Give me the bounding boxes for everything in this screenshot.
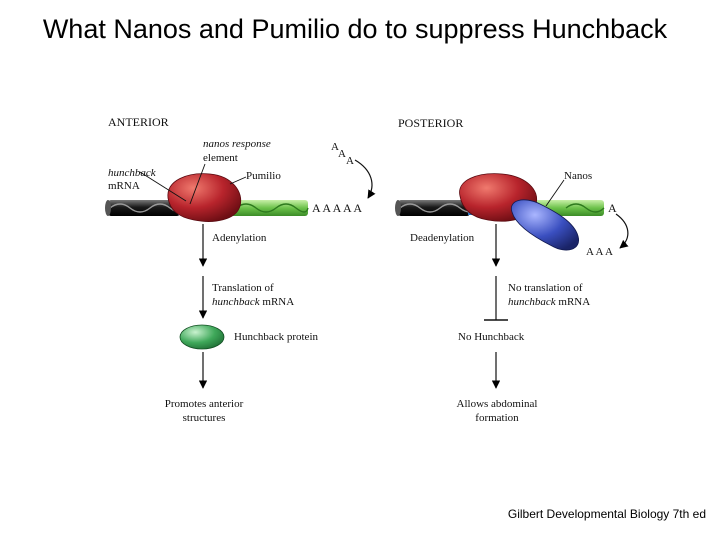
- anterior-step-2-line-1: Translation of: [212, 282, 274, 294]
- anterior-step-2-italic: hunchback: [212, 296, 261, 308]
- posterior-step-2-italic: hunchback: [508, 296, 557, 308]
- mrna-label-pointer: [139, 171, 187, 202]
- posterior-step-2-rest: mRNA: [556, 296, 591, 308]
- anterior-outcome-line-2: structures: [183, 412, 226, 424]
- nanos-protein: [511, 199, 580, 251]
- anterior-step-2-rest: mRNA: [260, 296, 295, 308]
- added-adenine-2: A: [338, 148, 346, 160]
- hunchback-mrna-label-line-2: mRNA: [108, 180, 140, 192]
- slide-title: What Nanos and Pumilio do to suppress Hu…: [42, 14, 668, 44]
- posterior-step-2-line-2: hunchback mRNA: [508, 296, 590, 308]
- nanos-label: Nanos: [564, 170, 592, 182]
- anterior-heading: ANTERIOR: [108, 115, 169, 129]
- deadenylation-curved-arrow: [615, 213, 629, 249]
- adenylation-curved-arrow: [354, 159, 376, 199]
- posterior-step-2-line-1: No translation of: [508, 282, 583, 294]
- posterior-outcome-line-1: Allows abdominal: [457, 398, 538, 410]
- deadenylation-label: Deadenylation: [410, 232, 475, 244]
- hunchback-protein-shape: [179, 324, 225, 350]
- nanos-label-pointer: [545, 179, 565, 207]
- pumilio-label-pointer: [229, 176, 247, 185]
- removed-adenines: A A A: [586, 246, 613, 258]
- hunchback-mrna-label-line-1: hunchback: [108, 167, 157, 179]
- anterior-step-2-line-2: hunchback mRNA: [212, 296, 294, 308]
- nre-label-pointer: [189, 163, 206, 205]
- hunchback-protein-label: Hunchback protein: [234, 331, 318, 343]
- adenylation-label: Adenylation: [212, 232, 267, 244]
- no-hunchback-label: No Hunchback: [458, 331, 525, 343]
- posterior-tail-adenine: A: [608, 201, 617, 215]
- citation: Gilbert Developmental Biology 7th ed: [507, 507, 706, 521]
- pumilio-protein: [167, 173, 242, 222]
- added-adenine-3: A: [346, 155, 354, 167]
- added-adenine-1: A: [331, 141, 339, 153]
- nre-label-line-1: nanos response: [203, 138, 271, 150]
- nre-label-line-2: element: [203, 152, 238, 164]
- posterior-heading: POSTERIOR: [398, 116, 463, 130]
- pumilio-label: Pumilio: [246, 170, 281, 182]
- anterior-polya-tail: A A A A A: [312, 201, 362, 215]
- posterior-outcome-line-2: formation: [475, 412, 519, 424]
- anterior-outcome-line-1: Promotes anterior: [165, 398, 244, 410]
